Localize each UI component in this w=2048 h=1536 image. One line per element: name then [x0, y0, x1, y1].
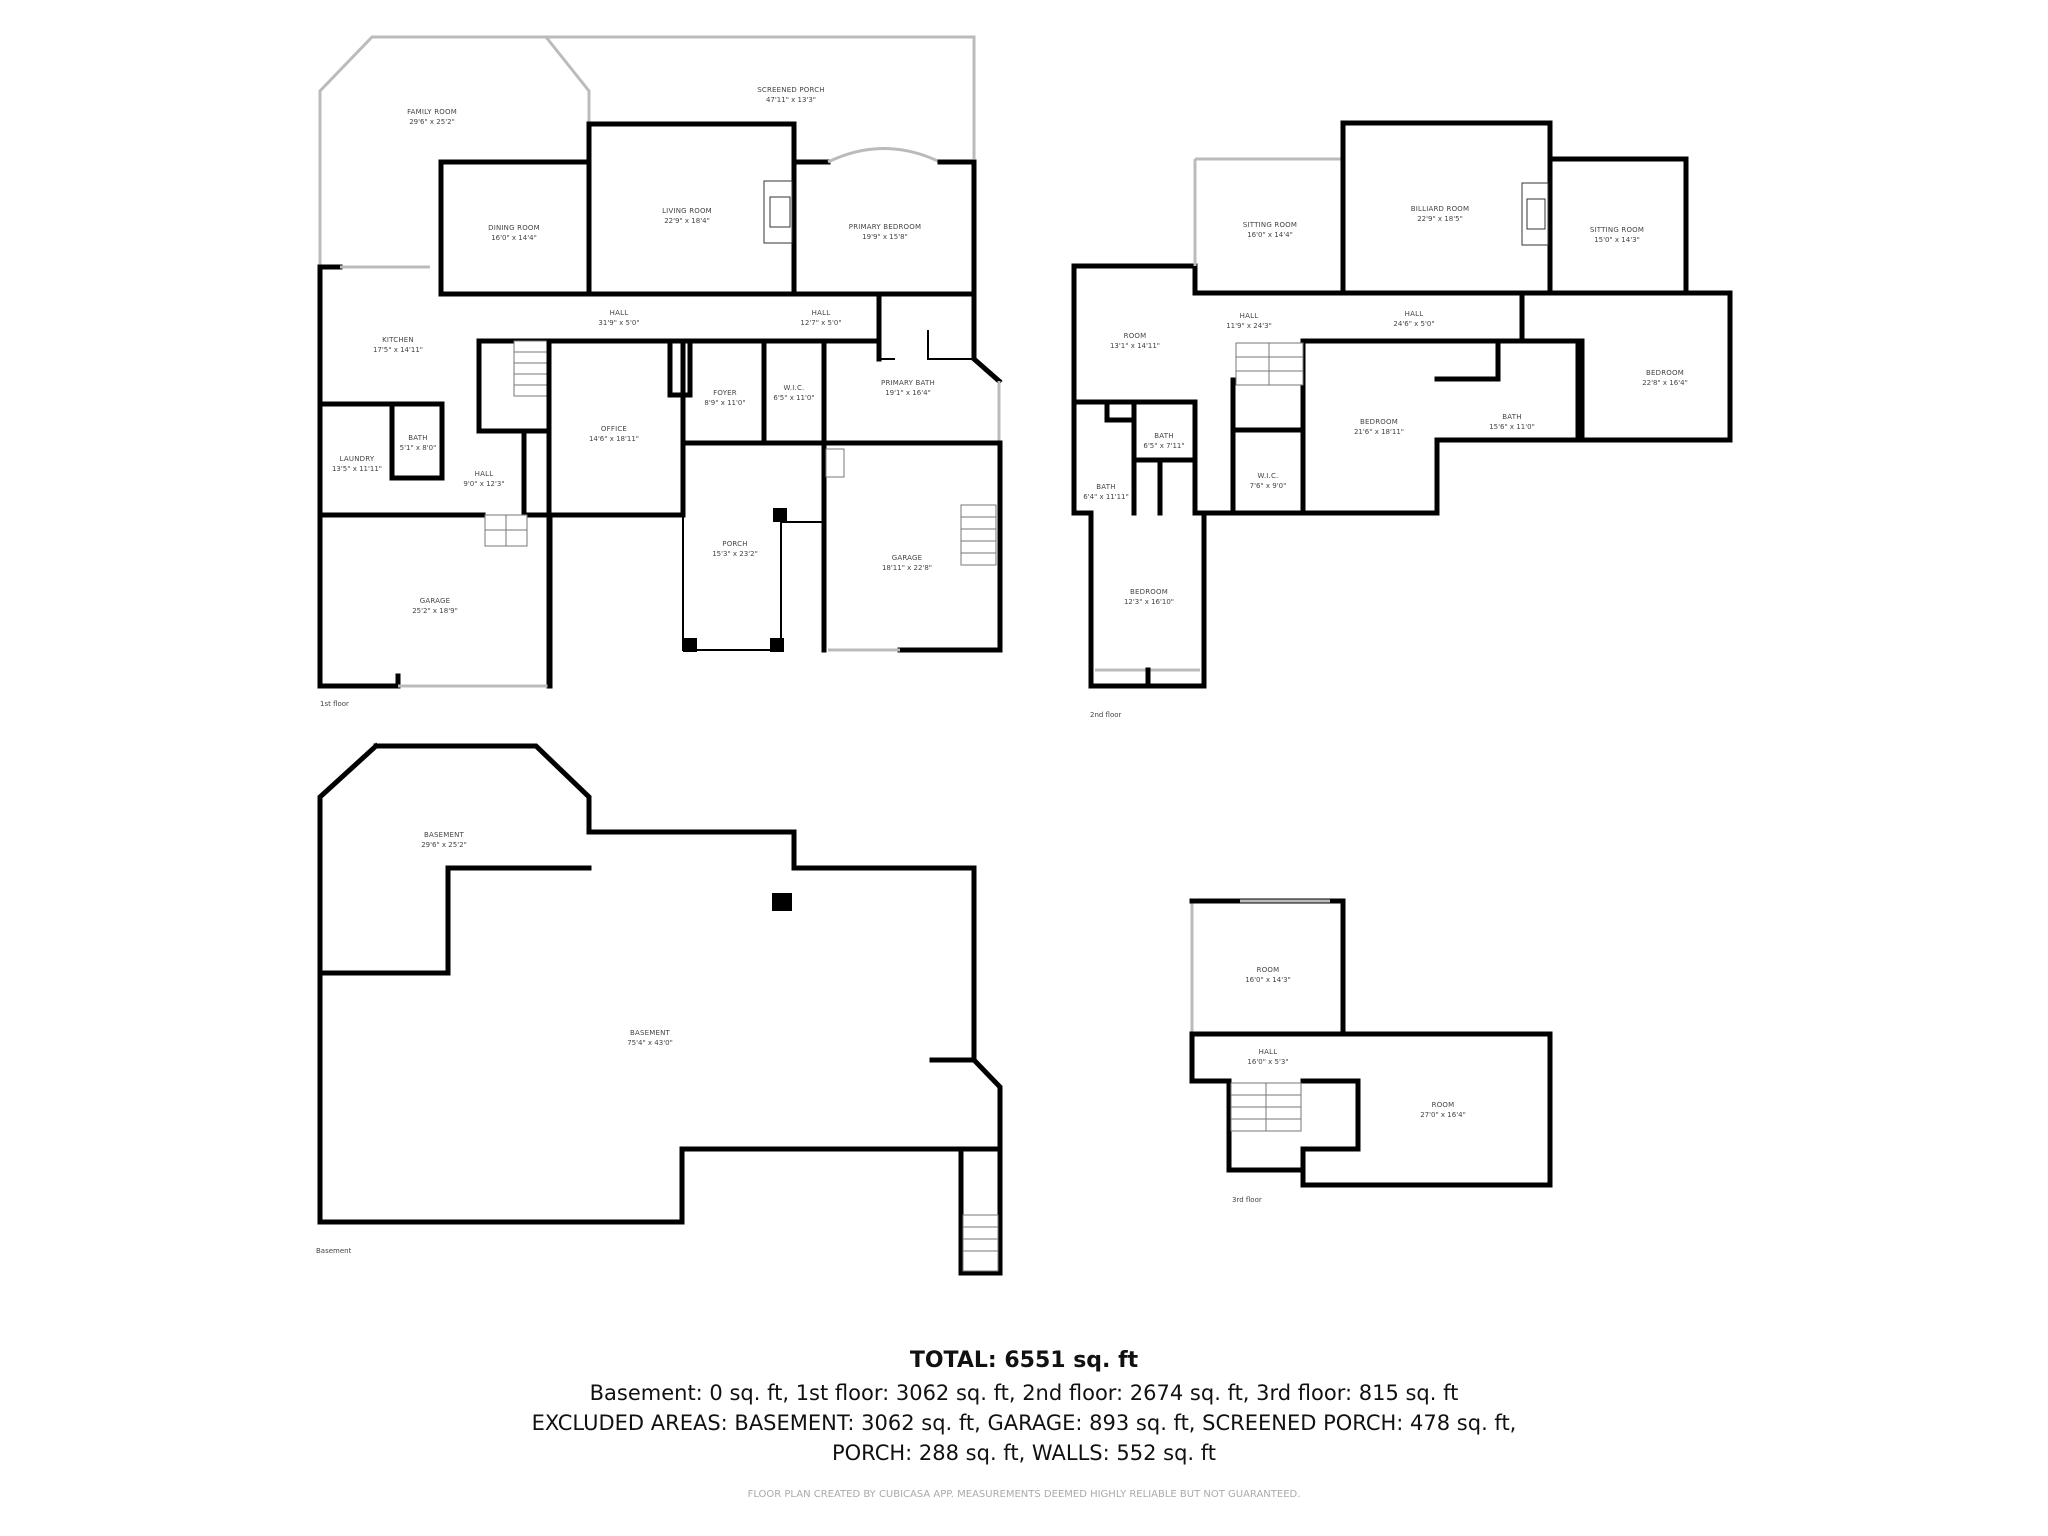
second-floor-walls: [1071, 120, 1733, 689]
floor-label-second: 2nd floor: [1090, 711, 1122, 719]
room-label-wic-2f: W.I.C.7'6" x 9'0": [1249, 472, 1287, 490]
basement-walls: [317, 742, 1003, 1276]
floor-label-basement: Basement: [316, 1247, 352, 1255]
floor-label-first: 1st floor: [320, 700, 349, 708]
total-area: TOTAL: 6551 sq. ft: [909, 1348, 1139, 1373]
room-label-wic: W.I.C.6'5" x 11'0": [773, 384, 815, 402]
excluded-areas-continued: PORCH: 288 sq. ft, WALLS: 552 sq. ft: [831, 1441, 1217, 1465]
third-floor-walls: [1189, 898, 1553, 1188]
first-floor-walls: [317, 35, 1003, 689]
disclaimer: FLOOR PLAN CREATED BY CUBICASA APP. MEAS…: [747, 1489, 1301, 1500]
floor-label-third: 3rd floor: [1232, 1196, 1262, 1204]
floor-area-breakdown: Basement: 0 sq. ft, 1st floor: 3062 sq. …: [589, 1381, 1459, 1405]
excluded-areas: EXCLUDED AREAS: BASEMENT: 3062 sq. ft, G…: [531, 1411, 1517, 1435]
